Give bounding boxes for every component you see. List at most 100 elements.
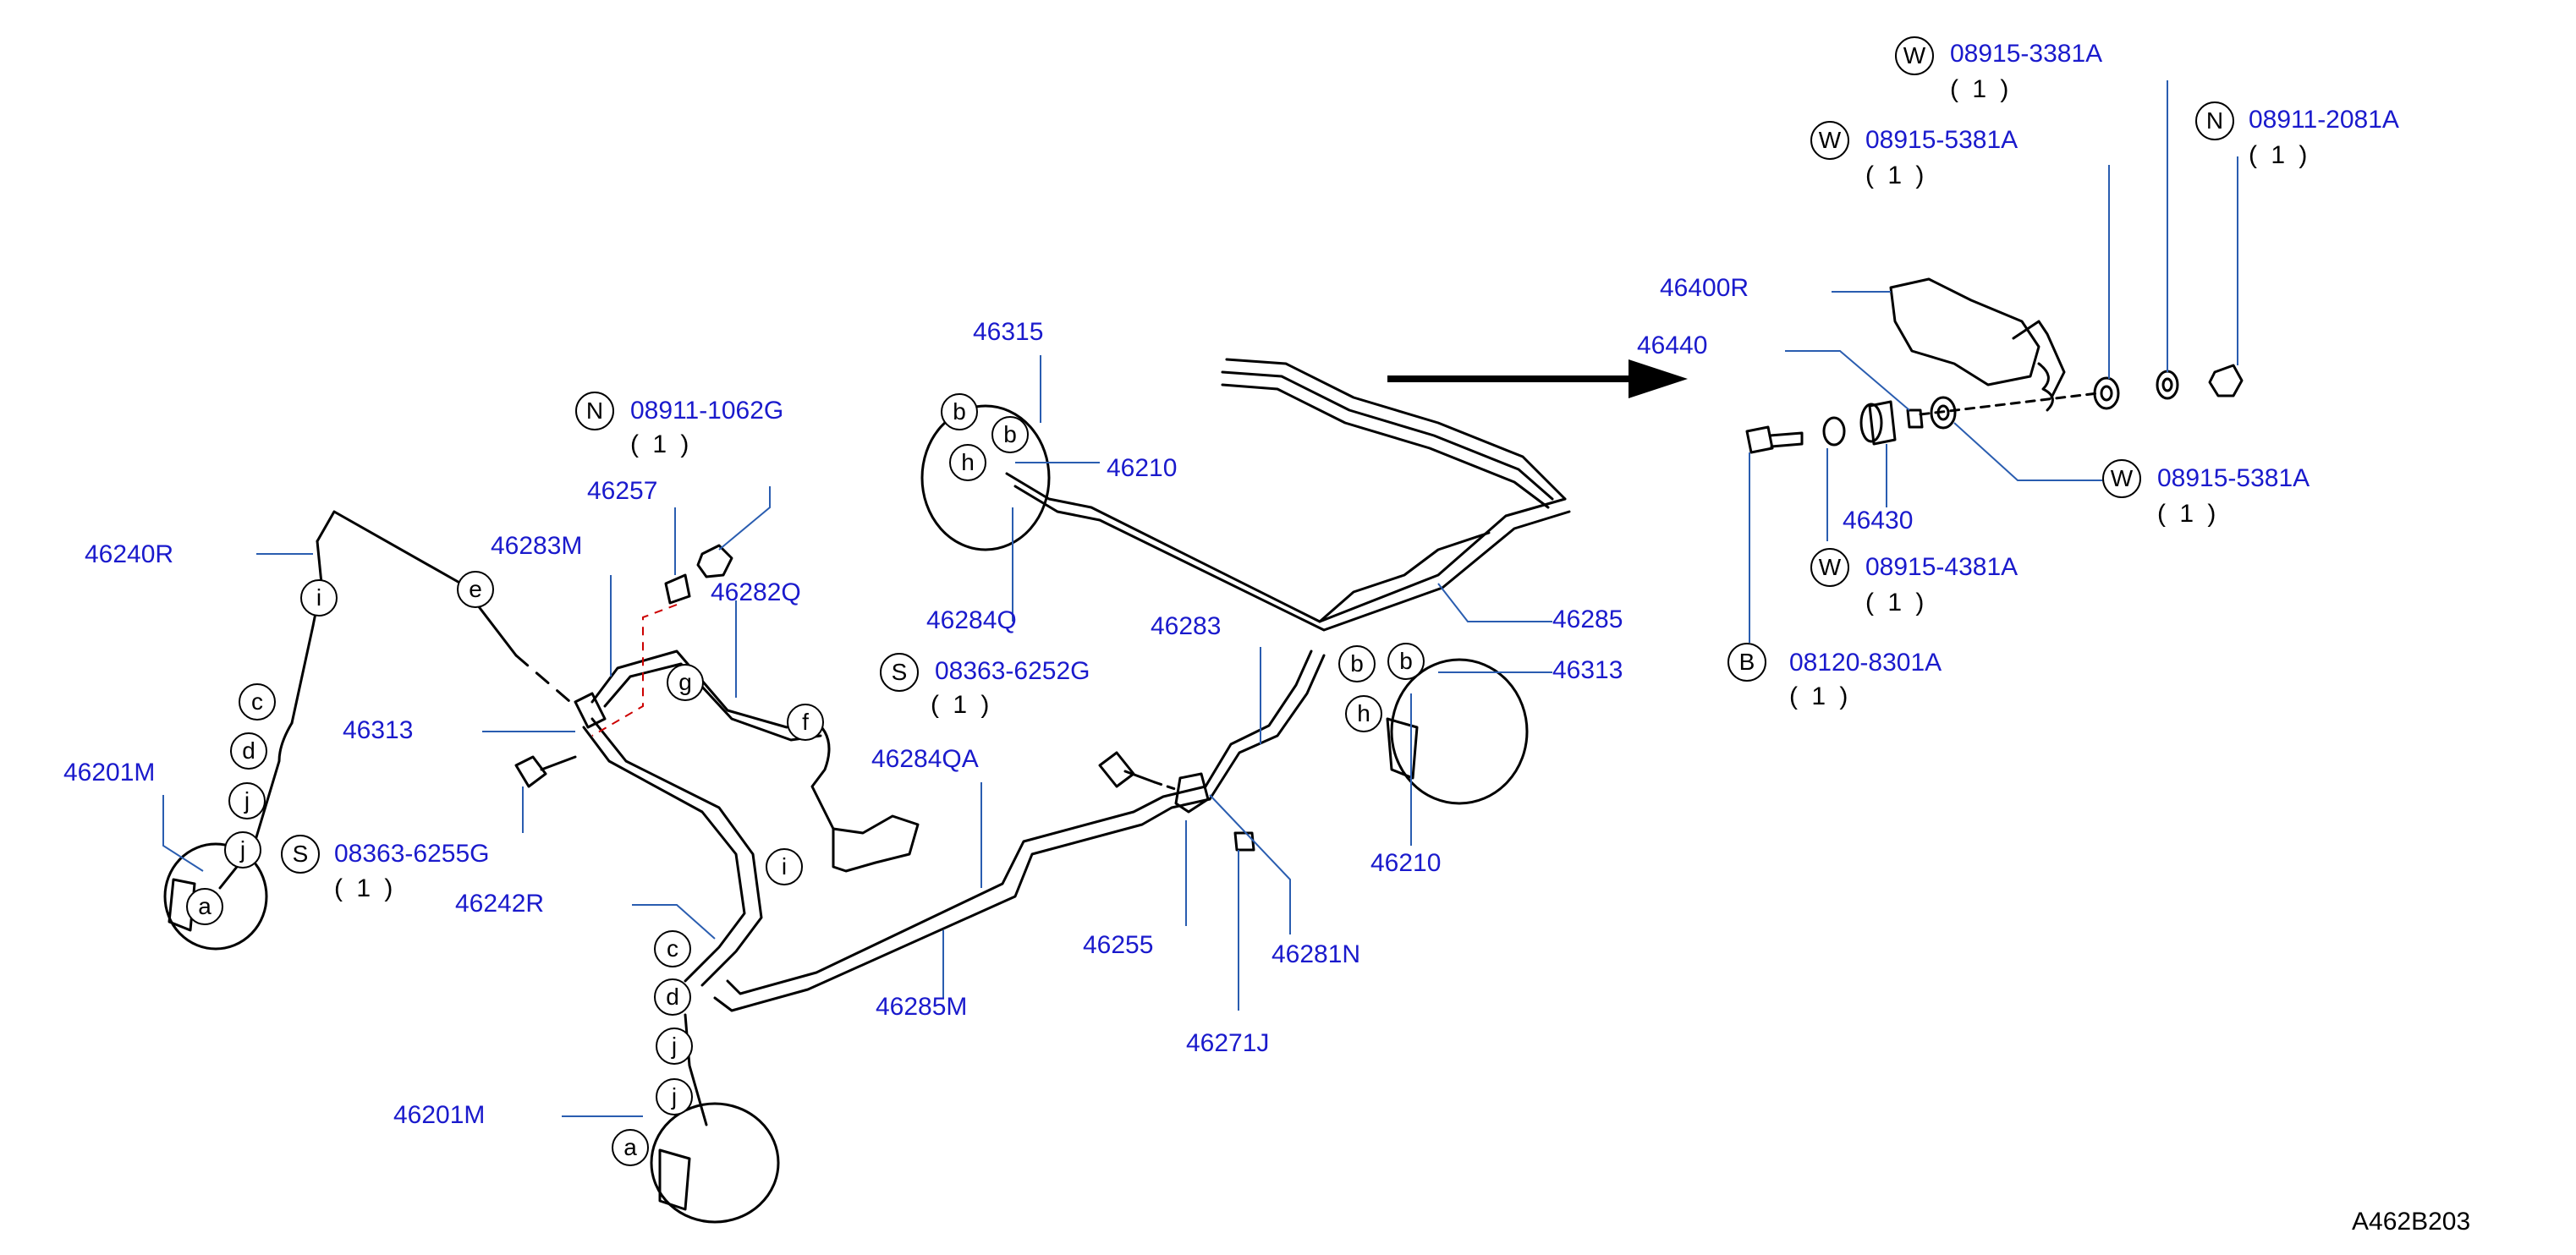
label-46210-top: 46210 xyxy=(1107,454,1178,482)
label-46313: 46313 xyxy=(343,716,414,744)
callout-f: f xyxy=(787,704,824,741)
label-08915-5381A-right: 08915-5381A xyxy=(2157,464,2310,492)
label-46283M: 46283M xyxy=(491,532,583,560)
qty-08915-5381A-right: ( 1 ) xyxy=(2157,500,2220,528)
grommet-46271J xyxy=(1233,831,1255,852)
bolt-08120-8301A xyxy=(1745,425,1774,454)
spacer-46430 xyxy=(1868,400,1897,446)
callout-i: i xyxy=(300,579,338,617)
brake-hose-46240R xyxy=(316,510,518,657)
callout-i: i xyxy=(766,848,803,885)
brake-line-46285 xyxy=(1225,358,1567,501)
label-46313-right: 46313 xyxy=(1552,656,1623,684)
label-46282Q: 46282Q xyxy=(711,578,801,606)
callout-g: g xyxy=(667,664,704,701)
label-46284Q: 46284Q xyxy=(926,606,1017,634)
dashed-hint-line xyxy=(591,604,678,737)
brake-drum-right-lower xyxy=(1390,658,1529,805)
callout-a: a xyxy=(612,1129,649,1166)
callout-h: h xyxy=(949,444,986,481)
callout-j: j xyxy=(656,1078,693,1115)
clip-46313 xyxy=(574,692,607,729)
brake-line-46242R xyxy=(582,726,746,983)
label-08911-1062G: 08911-1062G xyxy=(630,397,784,425)
prefix-W-08915-3381A: W xyxy=(1895,36,1934,75)
label-46201M-bottom: 46201M xyxy=(393,1101,486,1129)
brake-drum-right-upper xyxy=(920,404,1051,551)
direction-arrow-icon xyxy=(1387,359,1688,398)
valve-46400R xyxy=(1889,277,2040,386)
prefix-W-08915-5381A-right: W xyxy=(2102,459,2141,498)
nut-08911-2081A xyxy=(2208,364,2244,397)
label-08120-8301A: 08120-8301A xyxy=(1789,649,1942,677)
label-46440: 46440 xyxy=(1637,332,1708,359)
label-46201M-top: 46201M xyxy=(63,759,156,786)
leader-46285 xyxy=(1437,583,1552,622)
fitting-46257 xyxy=(664,573,691,605)
callout-a: a xyxy=(186,888,223,925)
brake-line-46284Q xyxy=(1005,472,1567,623)
figure-reference: A462B203 xyxy=(2352,1208,2471,1236)
label-46271J: 46271J xyxy=(1186,1029,1270,1057)
qty-08120-8301A: ( 1 ) xyxy=(1789,682,1852,710)
label-46281N: 46281N xyxy=(1272,940,1361,968)
label-46285: 46285 xyxy=(1552,606,1623,633)
label-08915-4381A: 08915-4381A xyxy=(1865,553,2019,581)
washer-08915-5381A-right xyxy=(1930,396,1957,430)
brake-hose-left-lower xyxy=(290,540,323,725)
bolt-08363-6255G xyxy=(514,755,547,788)
prefix-S-08363-6255G: S xyxy=(281,835,320,874)
prefix-S-08363-6252G: S xyxy=(880,653,919,692)
label-46240R: 46240R xyxy=(85,540,174,568)
callout-d: d xyxy=(654,978,691,1016)
washer-08915-4381A xyxy=(1822,416,1846,447)
qty-08363-6252G: ( 1 ) xyxy=(931,691,993,719)
callout-c: c xyxy=(654,930,691,967)
bushing-46440 xyxy=(1906,408,1924,429)
prefix-W-08915-5381A-top: W xyxy=(1810,121,1849,160)
washer-08915-5381A xyxy=(2093,376,2120,410)
qty-08363-6255G: ( 1 ) xyxy=(334,874,397,902)
leader-46242R xyxy=(632,904,716,940)
callout-j: j xyxy=(656,1028,693,1065)
callout-j: j xyxy=(228,782,266,819)
brake-line-46285M xyxy=(713,797,1211,1012)
qty-08911-1062G: ( 1 ) xyxy=(630,430,693,458)
label-46210-bottom: 46210 xyxy=(1370,849,1442,877)
prefix-N-08911-1062G: N xyxy=(575,392,614,430)
label-46285M: 46285M xyxy=(876,993,968,1021)
label-08911-2081A: 08911-2081A xyxy=(2249,106,2399,134)
label-46255: 46255 xyxy=(1083,931,1154,959)
label-08915-5381A-top: 08915-5381A xyxy=(1865,126,2019,154)
prefix-N-08911-2081A: N xyxy=(2195,101,2234,140)
qty-08915-4381A: ( 1 ) xyxy=(1865,589,1928,617)
prefix-B-08120-8301A: B xyxy=(1727,643,1766,682)
callout-b: b xyxy=(1338,645,1376,682)
leader-46281N xyxy=(1209,794,1291,934)
leader-46201M-top xyxy=(162,795,204,872)
prefix-W-08915-4381A: W xyxy=(1810,548,1849,587)
label-46315: 46315 xyxy=(973,318,1044,346)
label-46284QA: 46284QA xyxy=(871,745,979,773)
callout-c: c xyxy=(239,683,276,721)
callout-b: b xyxy=(991,416,1029,453)
label-46430: 46430 xyxy=(1843,507,1914,534)
label-46283: 46283 xyxy=(1151,612,1222,640)
label-46400R: 46400R xyxy=(1660,274,1749,302)
callout-b: b xyxy=(941,393,978,430)
callout-j: j xyxy=(224,831,261,869)
leader-46440 xyxy=(1785,350,1910,411)
label-46242R: 46242R xyxy=(455,890,545,918)
label-46257: 46257 xyxy=(587,477,658,505)
leader-08915-5381A-right xyxy=(1953,422,2102,481)
label-08363-6252G: 08363-6252G xyxy=(935,657,1090,685)
nut-08911-1062G xyxy=(696,544,733,578)
callout-e: e xyxy=(457,571,494,608)
brake-drum-left-upper xyxy=(163,842,268,951)
qty-08911-2081A: ( 1 ) xyxy=(2249,141,2311,169)
qty-08915-3381A: ( 1 ) xyxy=(1950,75,2013,103)
leader-08911-1062G xyxy=(718,486,771,551)
qty-08915-5381A-top: ( 1 ) xyxy=(1865,162,1928,189)
label-08915-3381A: 08915-3381A xyxy=(1950,40,2103,68)
